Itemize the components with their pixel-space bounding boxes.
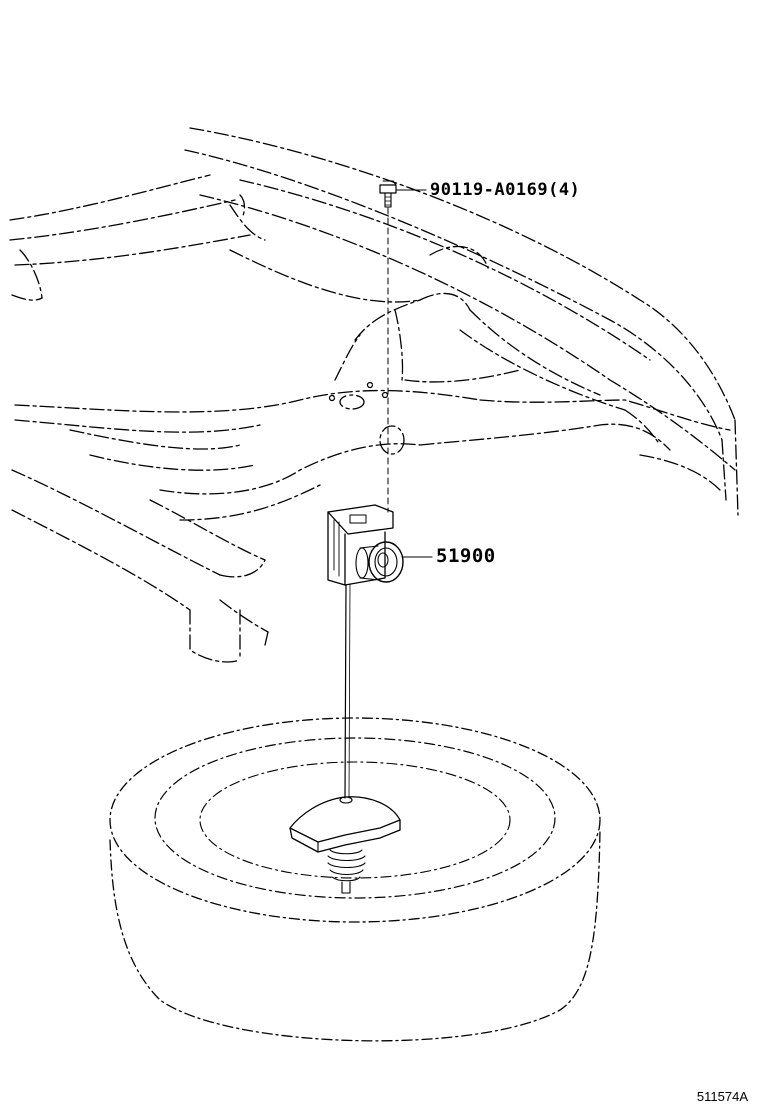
- part-number-label-hanger[interactable]: 51900: [436, 545, 496, 567]
- lift-block-icon: [289, 796, 401, 894]
- spare-tire-icon: [109, 717, 601, 1042]
- frame-center-member: [229, 245, 626, 411]
- frame-upper-crossmember: [9, 174, 266, 301]
- spare-tire-hanger-icon: [327, 504, 433, 799]
- part-number-label-bolt[interactable]: 90119-A0169(4): [430, 180, 581, 200]
- bolt-icon: [379, 180, 427, 513]
- illustration-number: 511574A: [696, 1089, 748, 1104]
- frame-lower-crossmember: [14, 381, 731, 521]
- frame-upper-rail: [184, 127, 739, 516]
- frame-lower-rail: [11, 469, 269, 663]
